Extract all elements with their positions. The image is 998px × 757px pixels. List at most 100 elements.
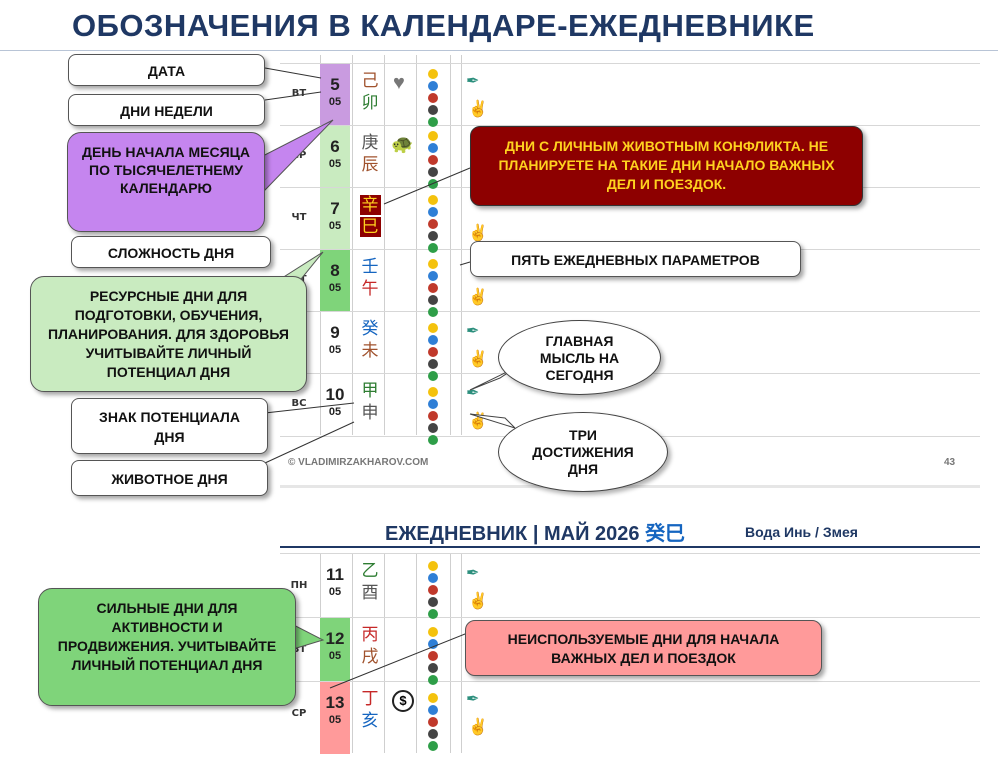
victory-hand-icon: ✌	[468, 351, 488, 368]
callout-potential-sign: ЗНАК ПОТЕНЦИАЛА ДНЯ	[71, 398, 268, 454]
callout-strong-days: СИЛЬНЫЕ ДНИ ДЛЯ АКТИВНОСТИ И ПРОДВИЖЕНИЯ…	[38, 588, 296, 706]
month-number: 05	[328, 586, 342, 598]
weekday: ВТ	[291, 644, 307, 655]
stem-glyph: 辛	[359, 195, 381, 215]
victory-hand-icon: ✌	[468, 593, 488, 610]
date-cell: 11 05	[320, 554, 350, 618]
branch-glyph: 巳	[359, 217, 381, 237]
day-hieroglyphs: 癸 未	[356, 312, 384, 362]
date-cell: 8 05	[320, 250, 350, 312]
heart-icon: ♥	[393, 72, 405, 94]
planner-title: ЕЖЕДНЕВНИК | МАЙ 2026 癸巳	[385, 517, 685, 546]
daily-parameters-column	[422, 559, 444, 757]
weekday: ВТ	[291, 88, 307, 99]
day-hieroglyphs: 庚 辰	[356, 126, 384, 176]
branch-glyph: 酉	[361, 583, 379, 603]
day-hieroglyphs: 丙 戌	[356, 618, 384, 668]
victory-hand-icon: ✌	[468, 101, 488, 118]
daily-parameters-column	[422, 67, 444, 449]
feather-icon: ✒	[466, 323, 480, 340]
planner-subtitle: Вода Инь / Змея	[745, 524, 858, 540]
day-row[interactable]: СР 13 05 丁 亥 $	[280, 681, 980, 754]
stem-glyph: 庚	[361, 133, 379, 153]
day-number: 8	[330, 261, 340, 280]
callout-three-achievements: ТРИ ДОСТИЖЕНИЯ ДНЯ	[498, 412, 668, 492]
day-hieroglyphs: 壬 午	[356, 250, 384, 300]
month-number: 05	[328, 158, 342, 170]
feather-icon: ✒	[466, 691, 480, 708]
month-number: 05	[328, 282, 342, 294]
date-cell: 7 05	[320, 188, 350, 250]
feather-icon: ✒	[466, 385, 480, 402]
callout-month-start: ДЕНЬ НАЧАЛА МЕСЯЦА ПО ТЫСЯЧЕЛЕТНЕМУ КАЛЕ…	[67, 132, 265, 232]
day-number: 13	[325, 693, 345, 712]
day-row[interactable]: СБ 9 05 癸 未	[280, 311, 980, 374]
callout-date: ДАТА	[68, 54, 265, 86]
day-number: 12	[325, 629, 345, 648]
date-cell: 5 05	[320, 64, 350, 126]
day-number: 7	[330, 199, 340, 218]
date-cell: 13 05	[320, 682, 350, 754]
stem-glyph: 己	[361, 71, 379, 91]
stem-glyph: 甲	[361, 381, 379, 401]
day-number: 11	[326, 565, 344, 584]
month-number: 05	[328, 96, 342, 108]
day-hieroglyphs: 甲 申	[356, 374, 384, 424]
stem-glyph: 乙	[361, 561, 379, 581]
callout-five-params: ПЯТЬ ЕЖЕДНЕВНЫХ ПАРАМЕТРОВ	[470, 241, 801, 277]
page-bottom-edge	[280, 485, 980, 488]
stem-glyph: 癸	[361, 319, 379, 339]
weekday: ЧТ	[291, 212, 307, 223]
branch-glyph: 辰	[361, 155, 379, 175]
branch-glyph: 午	[361, 279, 379, 299]
callout-main-thought: ГЛАВНАЯ МЫСЛЬ НА СЕГОДНЯ	[498, 320, 661, 395]
weekday: ПН	[290, 580, 308, 591]
date-cell: 6 05	[320, 126, 350, 188]
victory-hand-icon: ✌	[468, 225, 488, 242]
branch-glyph: 亥	[361, 711, 379, 731]
day-number: 9	[330, 323, 340, 342]
callout-animal-conflict: ДНИ С ЛИЧНЫМ ЖИВОТНЫМ КОНФЛИКТА. НЕ ПЛАН…	[470, 126, 863, 206]
month-number: 05	[328, 406, 342, 418]
month-number: 05	[328, 220, 342, 232]
stem-glyph: 壬	[361, 257, 379, 277]
date-cell: 10 05	[320, 374, 350, 436]
day-row[interactable]: ВТ 12 05 丙 戌	[280, 617, 980, 682]
branch-glyph: 未	[361, 341, 379, 361]
day-number: 10	[325, 385, 345, 404]
day-hieroglyphs: 己 卯	[356, 64, 384, 114]
day-row[interactable]: ВТ 5 05 己 卯 ♥	[280, 63, 980, 126]
planner-title-text: ЕЖЕДНЕВНИК | МАЙ 2026	[385, 523, 640, 545]
page-number: 43	[944, 457, 956, 468]
feather-icon: ✒	[466, 73, 480, 90]
day-number: 5	[330, 75, 340, 94]
month-number: 05	[328, 344, 342, 356]
weekday: ВС	[291, 398, 307, 409]
date-cell: 9 05	[320, 312, 350, 374]
month-number: 05	[328, 650, 342, 662]
day-hieroglyphs: 丁 亥	[356, 682, 384, 732]
callout-unused-days: НЕИСПОЛЬЗУЕМЫЕ ДНИ ДЛЯ НАЧАЛА ВАЖНЫХ ДЕЛ…	[465, 620, 822, 676]
callout-complexity: СЛОЖНОСТЬ ДНЯ	[71, 236, 271, 268]
day-hieroglyphs: 乙 酉	[356, 554, 384, 604]
callout-resource-days: РЕСУРСНЫЕ ДНИ ДЛЯ ПОДГОТОВКИ, ОБУЧЕНИЯ, …	[30, 276, 307, 392]
branch-glyph: 申	[361, 403, 379, 423]
callout-animal-of-day: ЖИВОТНОЕ ДНЯ	[71, 460, 268, 496]
planner-title-rule	[280, 546, 980, 548]
day-number: 6	[330, 137, 340, 156]
dollar-coin-icon: $	[392, 690, 414, 712]
date-cell: 12 05	[320, 618, 350, 682]
stem-glyph: 丙	[361, 625, 379, 645]
day-row[interactable]: ПН 11 05 乙 酉	[280, 553, 980, 618]
month-number: 05	[328, 714, 342, 726]
turtle-icon: 🐢	[391, 134, 414, 154]
stem-glyph: 丁	[361, 689, 379, 709]
title-divider	[0, 50, 998, 51]
day-hieroglyphs-conflict: 辛 巳	[356, 188, 384, 238]
callout-weekdays: ДНИ НЕДЕЛИ	[68, 94, 265, 126]
feather-icon: ✒	[466, 565, 480, 582]
planner-year-hieroglyphs: 癸巳	[645, 521, 686, 545]
branch-glyph: 戌	[361, 647, 379, 667]
victory-hand-icon: ✌	[468, 719, 488, 736]
weekday: СР	[291, 708, 307, 719]
